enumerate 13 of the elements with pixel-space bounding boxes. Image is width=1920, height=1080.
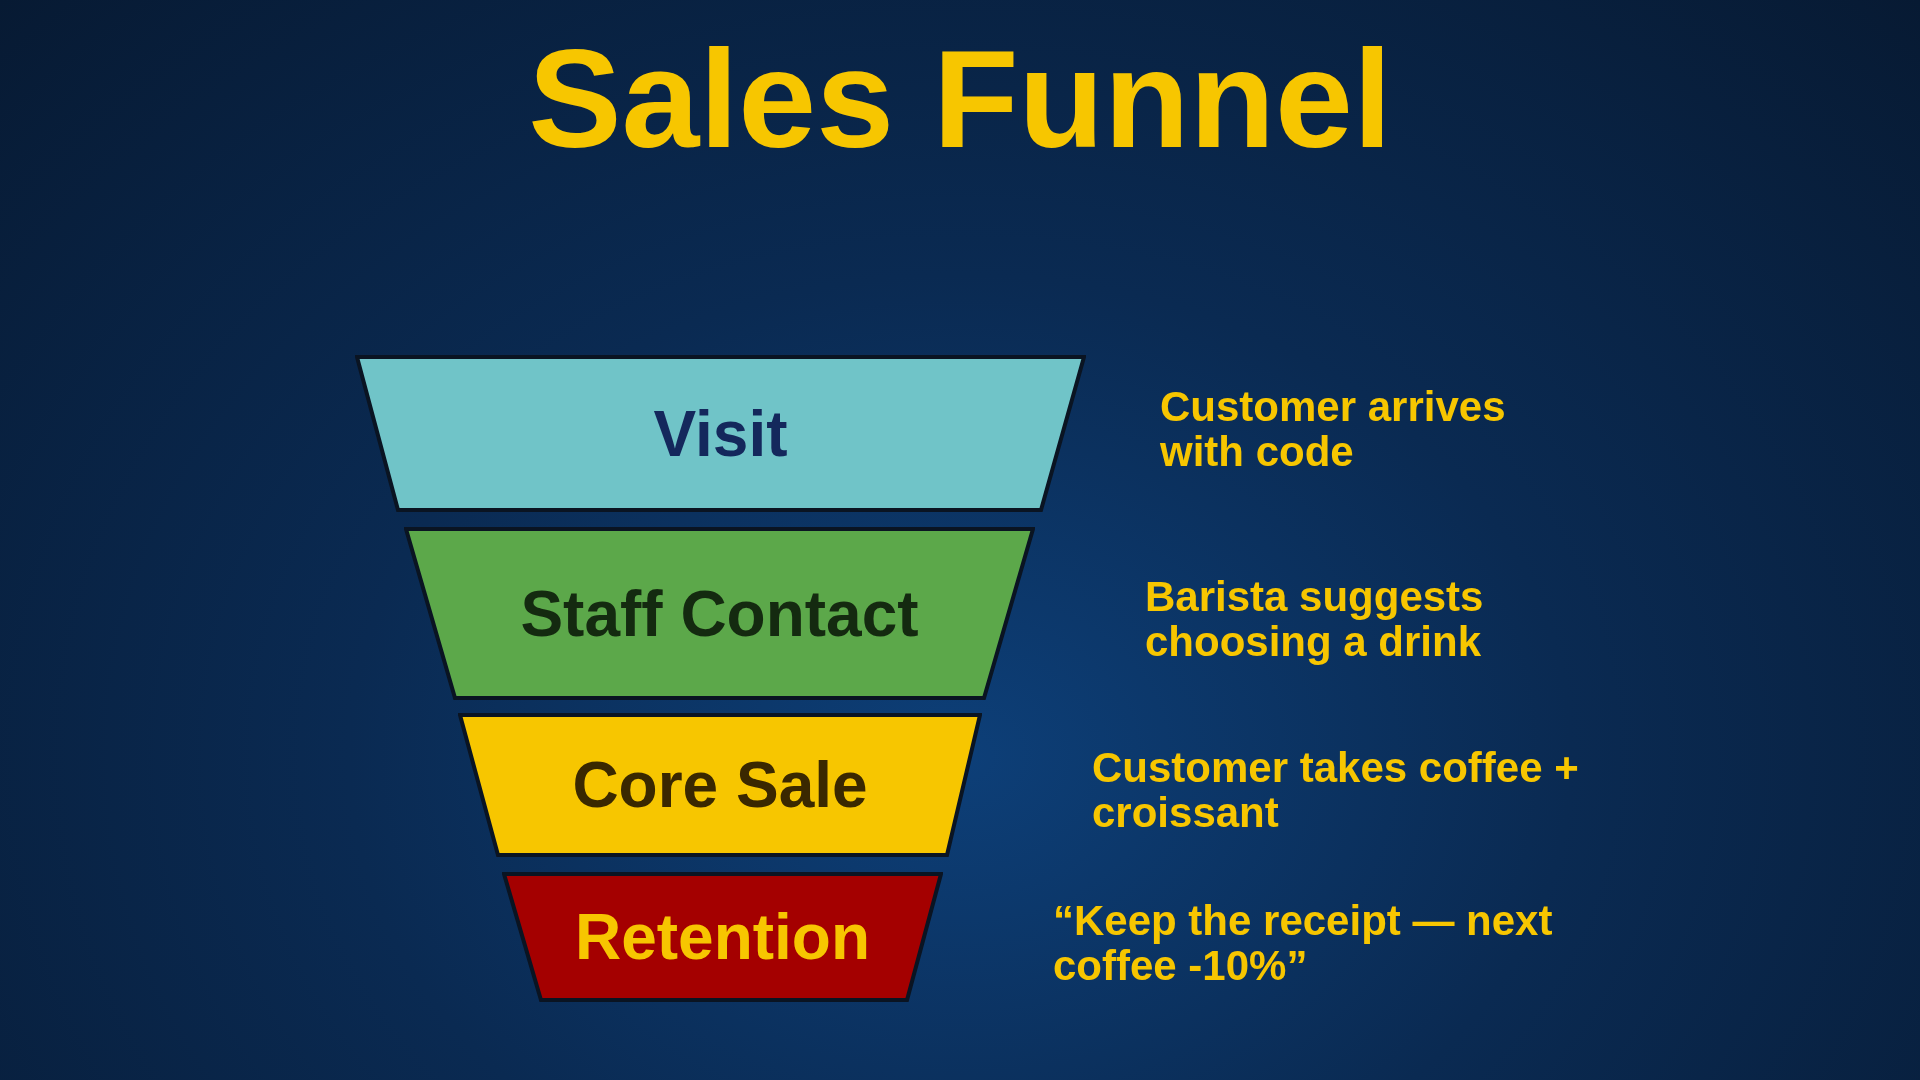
stage-description: Customer arrives with code <box>1160 383 1506 476</box>
stage-label: Visit <box>653 401 788 466</box>
funnel-band <box>404 527 1035 700</box>
stage-label: Core Sale <box>572 753 868 817</box>
title: Sales Funnel <box>527 22 1393 176</box>
funnel-band <box>355 355 1086 512</box>
stage-label: Staff Contact <box>520 581 919 646</box>
stage-description: “Keep the receipt — next coffee -10%” <box>1053 897 1553 990</box>
stage-description: Customer takes coffee + croissant <box>1092 744 1579 837</box>
stage-label: Retention <box>574 905 871 969</box>
funnel-band <box>502 872 943 1002</box>
stage-description: Barista suggests choosing a drink <box>1145 573 1484 666</box>
funnel-band <box>458 713 982 857</box>
